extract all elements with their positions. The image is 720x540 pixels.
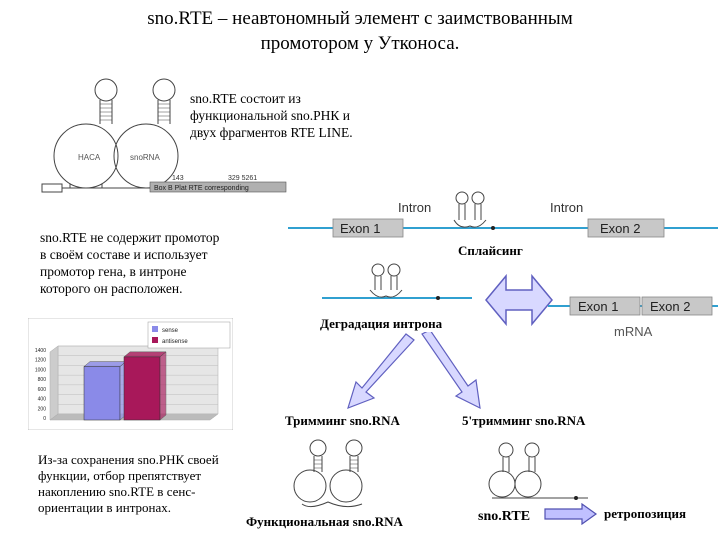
snoRNA-label-left: HACA (78, 153, 101, 162)
gene-diagram: Exon 1 Exon 2 Intron Intron (288, 191, 718, 238)
trimming5-label: 5'тримминг sno.RNA (462, 413, 586, 428)
title-line-2: промотором у Утконоса. (260, 33, 460, 54)
mrna-exon1-label: Exon 1 (578, 299, 618, 314)
bar-sense (83, 366, 121, 421)
branch-arrows (347, 332, 481, 410)
y-tick-label: 800 (38, 377, 47, 383)
snorte-structure-image: HACA snoRNA 143 329 5261 Box B Plat RTE … (38, 76, 288, 196)
composition-text: sno.RTE состоит из функциональной sno.РН… (190, 91, 353, 140)
arrow-down-right-icon (421, 332, 481, 410)
legend-swatch-sense (152, 326, 158, 332)
title-line-1: sno.RTE – неавтономный элемент с заимств… (147, 8, 573, 29)
intron-degradation-label: Деградация интрона (320, 316, 443, 331)
excised-intron (322, 263, 472, 300)
arrow-down-left-icon (347, 333, 415, 410)
number-right: 329 5261 (228, 175, 257, 182)
y-tick-label: 1400 (35, 348, 46, 354)
intron-label-left: Intron (398, 200, 431, 215)
intron-label-right: Intron (550, 200, 583, 215)
retroposition-arrow-icon (544, 503, 598, 525)
y-tick-label: 1200 (35, 358, 46, 364)
legend-swatch-antisense (152, 337, 158, 343)
exon1-label: Exon 1 (340, 221, 380, 236)
retroposition-label: ретропозиция (604, 506, 686, 521)
snorte-label: sno.RTE (478, 509, 531, 524)
functional-snorna-structure (293, 439, 363, 508)
promoter-text: sno.RTE не содержит промотор в своём сос… (40, 230, 220, 296)
exon1-box (332, 218, 404, 238)
selection-text: Из-за сохранения sno.РНК своей функции, … (38, 452, 219, 515)
structure-caption: Box B Plat RTE corresponding (154, 185, 249, 192)
bar-chart: 0 200 400 600 800 1000 1200 1400 sense antisens… (28, 318, 233, 430)
mrna-label: mRNA (614, 324, 653, 339)
exon2-box (587, 218, 665, 238)
number-left: 143 (172, 175, 184, 182)
exon2-label: Exon 2 (600, 221, 640, 236)
trimming-label: Тримминг sno.RNA (285, 413, 400, 428)
bar-side-antisense (159, 351, 167, 421)
mrna-exon2-label: Exon 2 (650, 299, 690, 314)
mrna-diagram: Exon 1 Exon 2 mRNA (548, 296, 718, 339)
y-tick-label: 200 (38, 406, 47, 412)
intron-hairpins (453, 191, 487, 228)
bar-top-antisense (123, 351, 167, 358)
snorte-bottom-structure (488, 442, 588, 500)
double-arrow-icon (485, 273, 553, 327)
bar-top-sense (83, 361, 127, 367)
legend-antisense: antisense (162, 339, 188, 345)
functional-snorna-label: Функциональная sno.RNA (246, 514, 403, 529)
page-title: sno.RTE – неавтономный элемент с заимств… (0, 6, 720, 56)
splicing-label: Сплайсинг (458, 243, 523, 258)
y-tick-label: 400 (38, 397, 47, 403)
y-tick-label: 600 (38, 387, 47, 393)
y-tick-label: 1000 (35, 367, 46, 373)
snoRNA-label-right: snoRNA (130, 153, 160, 162)
y-tick-label: 0 (43, 416, 46, 422)
legend-sense: sense (162, 328, 179, 334)
bar-antisense (123, 356, 161, 421)
